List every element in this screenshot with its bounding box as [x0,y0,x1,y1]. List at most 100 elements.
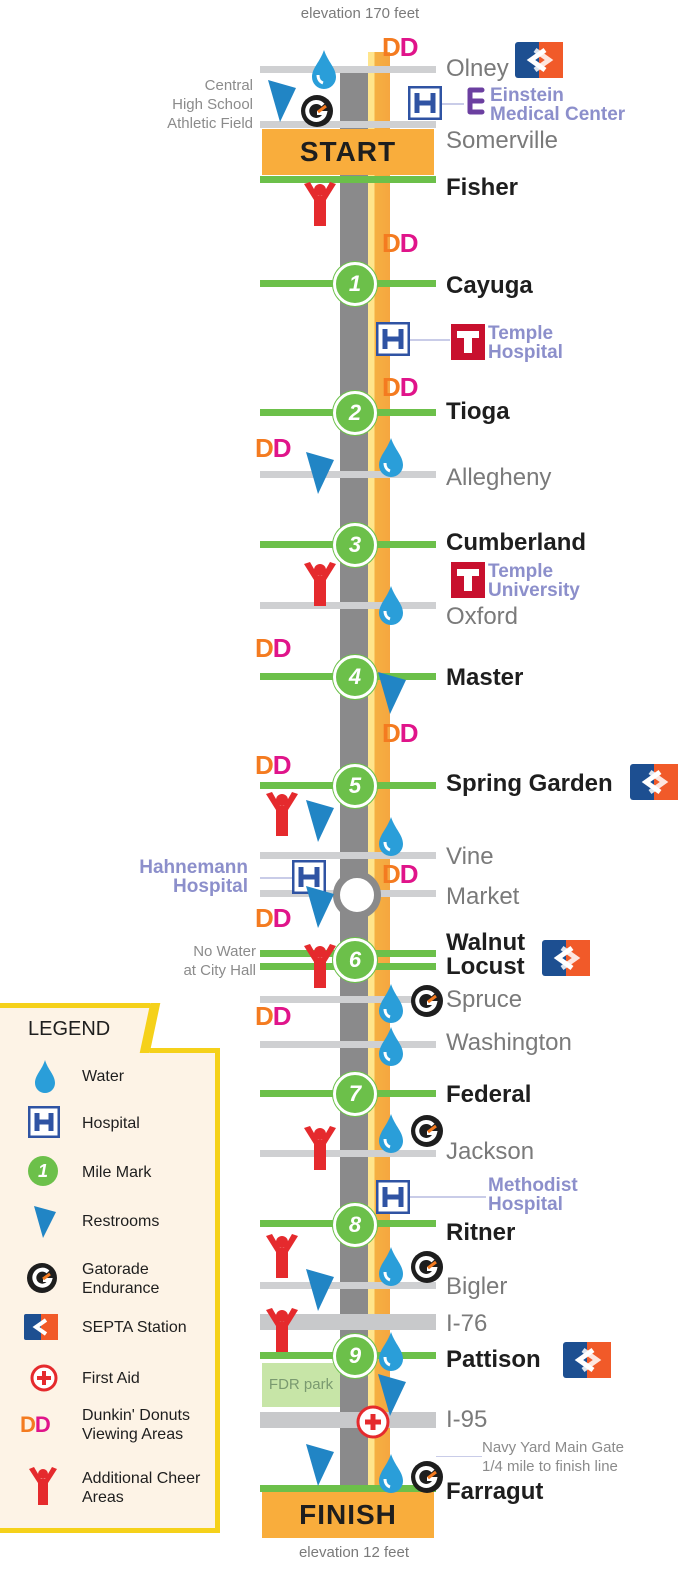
dunkin-donuts-icon: DD [255,433,292,463]
water-drop-icon [35,1060,55,1093]
cheer-icon [266,792,298,836]
cheer-icon [304,182,336,226]
fdr-park-area: FDR park [262,1363,340,1407]
street-label-somerville: Somerville [446,127,559,154]
methodist-hospital-label: Methodist Hospital [488,1175,578,1215]
legend-item-cheer: Additional Cheer Areas [20,1467,210,1507]
water-drop-icon [379,1454,403,1493]
septa-icon [563,1342,611,1378]
cheer-icon [266,1308,298,1352]
legend-item-first-aid: First Aid [20,1364,210,1404]
street-label-jackson: Jackson [446,1138,535,1165]
legend-item-water: Water [20,1058,210,1098]
gatorade-icon [411,985,443,1017]
street-line-fisher [260,176,436,183]
hospital-icon [376,322,410,356]
hospital-icon [376,1180,410,1214]
cheer-icon [304,1126,336,1170]
gatorade-icon [27,1263,57,1293]
water-drop-icon [379,1114,403,1153]
street-label-farragut: Farragut [446,1478,544,1505]
temple-hospital-label: Temple Hospital [488,323,563,363]
street-line-jackson [260,1150,436,1157]
temple-university-label: Temple University [488,561,580,601]
street-label-i76: I-76 [446,1310,488,1337]
legend-item-gatorade: Gatorade Endurance [20,1260,210,1300]
street-label-spring-garden: Spring Garden [446,770,613,797]
dunkin-donuts-icon: DD [20,1412,51,1437]
elevation-top: elevation 170 feet [300,5,420,22]
finish-banner: FINISH [262,1492,434,1538]
septa-icon [542,940,590,976]
street-label-walnut: Walnut [446,929,526,956]
mile-mark-6: 6 [333,938,377,982]
water-drop-icon [379,817,403,856]
mile-mark-3: 3 [333,523,377,567]
street-label-washington: Washington [446,1029,572,1056]
street-label-fisher: Fisher [446,174,519,201]
elevation-bottom: elevation 12 feet [298,1544,410,1561]
highway-line-i95 [260,1412,436,1428]
mile-mark-5: 5 [333,764,377,808]
legend-item-septa: SEPTA Station [20,1314,210,1354]
city-hall-circle [333,871,381,919]
street-label-pattison: Pattison [446,1346,541,1373]
street-line-oxford [260,602,436,609]
hahnemann-hospital-label: Hahnemann Hospital [139,857,248,897]
water-drop-icon [379,984,403,1023]
gatorade-icon [411,1461,443,1493]
temple-t-logo-icon [451,324,485,360]
restroom-icon [306,1444,334,1486]
street-label-spruce: Spruce [446,986,523,1013]
dunkin-donuts-icon: DD [255,1001,292,1031]
street-line-somerville [260,121,436,128]
street-label-allegheny: Allegheny [446,464,552,491]
mile-mark-9: 9 [333,1334,377,1378]
septa-icon [630,764,678,800]
gatorade-icon [301,95,333,127]
gatorade-icon [411,1251,443,1283]
mile-mark-7: 7 [333,1072,377,1116]
street-line-allegheny [260,471,436,478]
temple-t-logo-icon [451,562,485,598]
street-label-bigler: Bigler [446,1273,508,1300]
mile-mark-icon: 1 [28,1156,58,1186]
street-line-spruce [260,996,436,1003]
restroom-icon [378,672,406,714]
dunkin-donuts-icon: DD [382,859,419,889]
water-drop-icon [379,1027,403,1066]
methodist-leader-line [410,1196,486,1198]
street-label-i95: I-95 [446,1406,488,1433]
street-label-ritner: Ritner [446,1219,516,1246]
legend-item-mile-mark: 1 Mile Mark [20,1156,210,1196]
water-drop-icon [379,1332,403,1371]
legend-item-dunkin-donuts: DD Dunkin' Donuts Viewing Areas [20,1407,190,1443]
legend-notch-border-bottom [150,1048,220,1053]
street-line-bigler [260,1282,436,1289]
navy-yard-leader-line [436,1456,482,1457]
dunkin-donuts-icon: DD [255,633,292,663]
street-label-vine: Vine [446,843,494,870]
einstein-leader-line [440,103,464,105]
cheer-icon [266,1234,298,1278]
restroom-icon [34,1206,56,1238]
water-drop-icon [312,50,336,89]
start-banner: START [262,129,434,175]
first-aid-icon [30,1364,58,1392]
street-label-cayuga: Cayuga [446,272,533,299]
street-label-master: Master [446,664,524,691]
first-aid-icon [356,1405,390,1439]
street-line-olney [260,66,436,73]
dunkin-donuts-icon: DD [255,750,292,780]
legend-item-hospital: Hospital [20,1106,210,1146]
hospital-icon [28,1106,60,1138]
einstein-logo-icon [467,87,485,115]
temple-hospital-leader-line [410,339,450,341]
street-label-olney: Olney [446,55,509,82]
street-line-farragut [260,1485,436,1492]
street-line-washington [260,1041,436,1048]
street-label-locust: Locust [446,953,525,980]
water-drop-icon [379,1247,403,1286]
legend-title: LEGEND [28,1018,111,1040]
